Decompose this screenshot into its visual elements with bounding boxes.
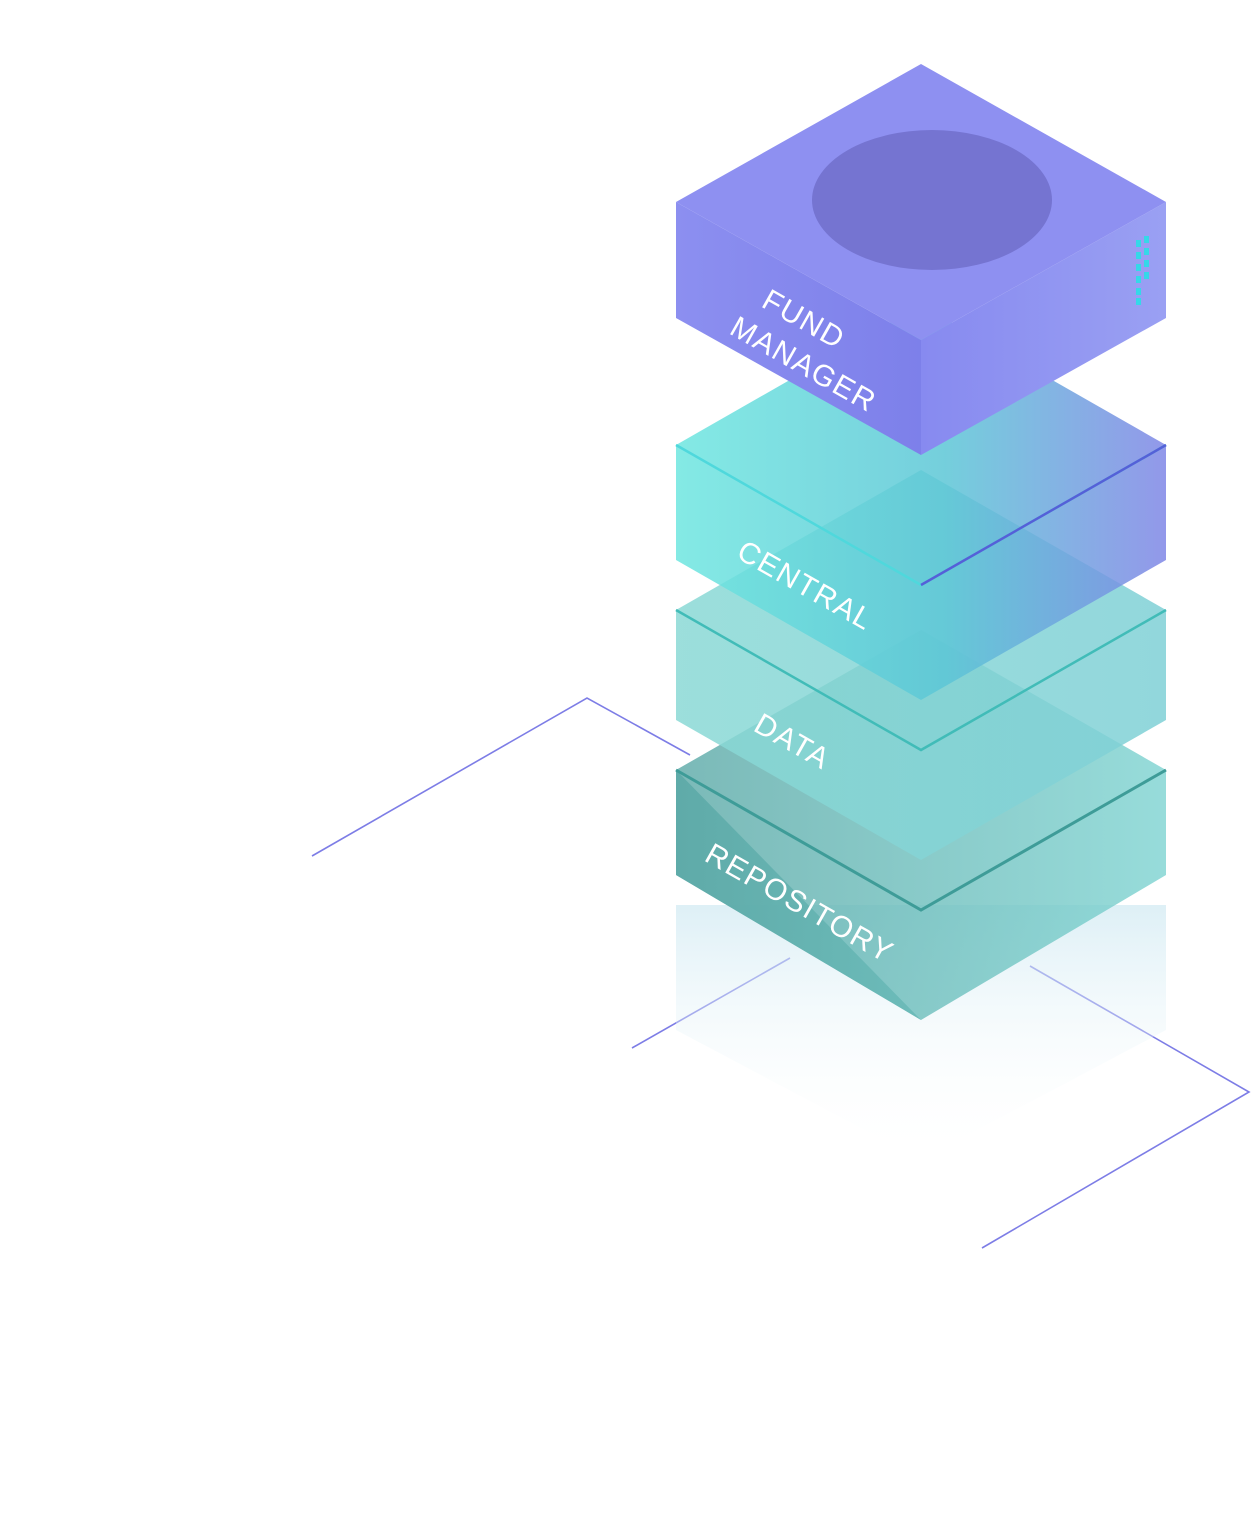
top-disc bbox=[812, 130, 1052, 270]
node-left bbox=[91, 807, 361, 1017]
connector-line-left bbox=[311, 697, 691, 857]
fund-manager-layer bbox=[676, 64, 1166, 455]
central-layer bbox=[675, 305, 1167, 700]
stack-reflection bbox=[676, 905, 1166, 1160]
node-right bbox=[756, 1195, 1026, 1405]
status-led-icon bbox=[1136, 236, 1149, 305]
node-middle bbox=[410, 996, 680, 1206]
